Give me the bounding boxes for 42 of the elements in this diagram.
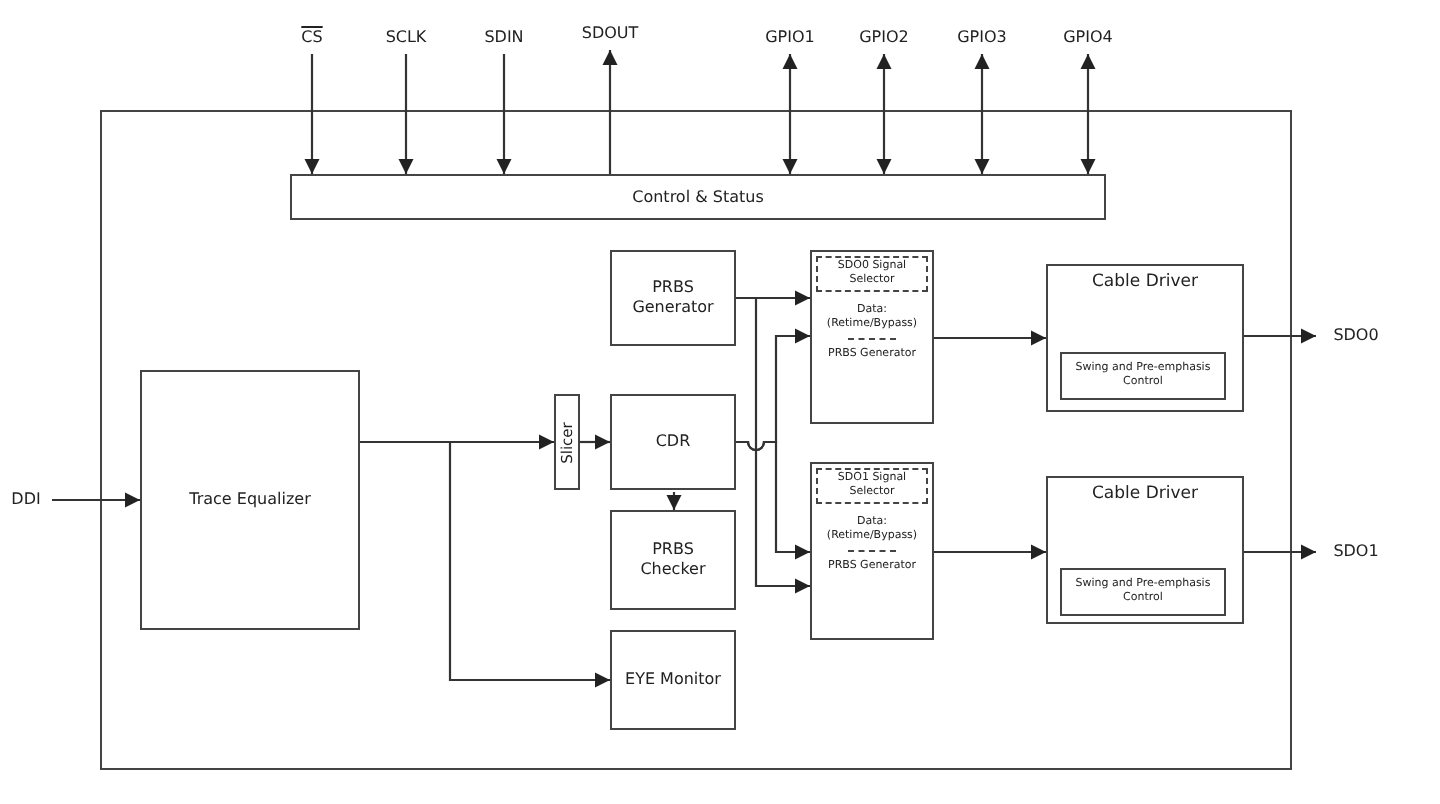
arrow (782, 54, 798, 174)
pin-name: GPIO2 (859, 28, 909, 48)
pin-name: DDI (11, 490, 41, 510)
function-block: CDR (610, 394, 736, 490)
pin-name: SDIN (484, 28, 524, 48)
pin-name: SDO1 (1333, 542, 1379, 562)
arrow (876, 54, 892, 174)
arrow (52, 492, 140, 508)
function-block: Trace Equalizer (140, 370, 360, 630)
pin-name: GPIO4 (1063, 28, 1113, 48)
arrow (1244, 328, 1316, 344)
function-block: EYE Monitor (610, 630, 736, 730)
signal-selector-block (810, 250, 934, 424)
cable-driver-block (1046, 264, 1244, 412)
arrow (360, 440, 610, 688)
function-block: PRBS Checker (610, 510, 736, 610)
signal-selector-block (810, 462, 934, 640)
arrow (602, 50, 618, 174)
arrow (974, 54, 990, 174)
pin-name: SDOUT (581, 24, 639, 44)
arrow (934, 330, 1046, 346)
pin-name: SCLK (385, 28, 427, 48)
arrow (736, 440, 810, 560)
arrow (398, 54, 414, 174)
cable-driver-block (1046, 476, 1244, 624)
arrow (736, 296, 810, 594)
function-block: PRBS Generator (610, 250, 736, 346)
pin-name: SDO0 (1333, 326, 1379, 346)
block-text: Cable Driver (1092, 484, 1198, 505)
arrow (580, 434, 610, 450)
arrow (934, 544, 1046, 560)
block-text: Cable Driver (1092, 272, 1198, 293)
function-block: Control & Status (290, 174, 1106, 220)
chip-outline (100, 110, 1292, 770)
pin-name: GPIO3 (957, 28, 1007, 48)
arrow (304, 54, 320, 174)
pin-name: GPIO1 (765, 28, 815, 48)
arrow (1244, 544, 1316, 560)
arrow (666, 492, 682, 510)
pin-name: CS (301, 28, 323, 48)
arrow (1080, 54, 1096, 174)
arrow (496, 54, 512, 174)
